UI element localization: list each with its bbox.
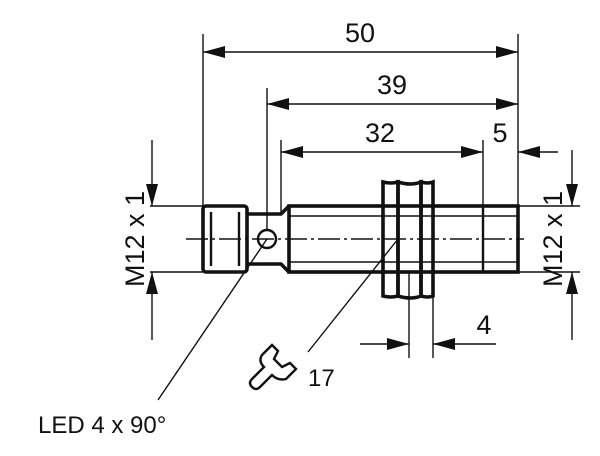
label-end-length: 5 [492,118,507,148]
label-thread-left: M12 x 1 [120,191,150,287]
label-thread-length: 39 [377,70,407,100]
sensor-body [186,179,524,300]
label-overall-length: 50 [345,18,375,48]
dimension-thread-length: 39 [267,70,518,110]
label-nut-thickness: 4 [476,310,491,340]
dimension-thread-left: M12 x 1 [120,140,158,340]
label-wrench-size: 17 [308,365,335,392]
dimension-nut-thickness: 4 [360,310,496,350]
extension-lines [150,34,580,358]
dimension-end-length: 5 [492,118,558,158]
label-thread-length-inner: 32 [365,118,395,148]
label-led: LED 4 x 90° [38,412,166,439]
dimension-overall-length: 50 [203,18,518,58]
dimension-thread-length-inner: 32 [281,118,483,158]
leader-lines [157,238,399,401]
label-thread-right: M12 x 1 [538,191,568,287]
wrench-icon [248,343,298,391]
dimension-thread-right: M12 x 1 [538,150,578,340]
